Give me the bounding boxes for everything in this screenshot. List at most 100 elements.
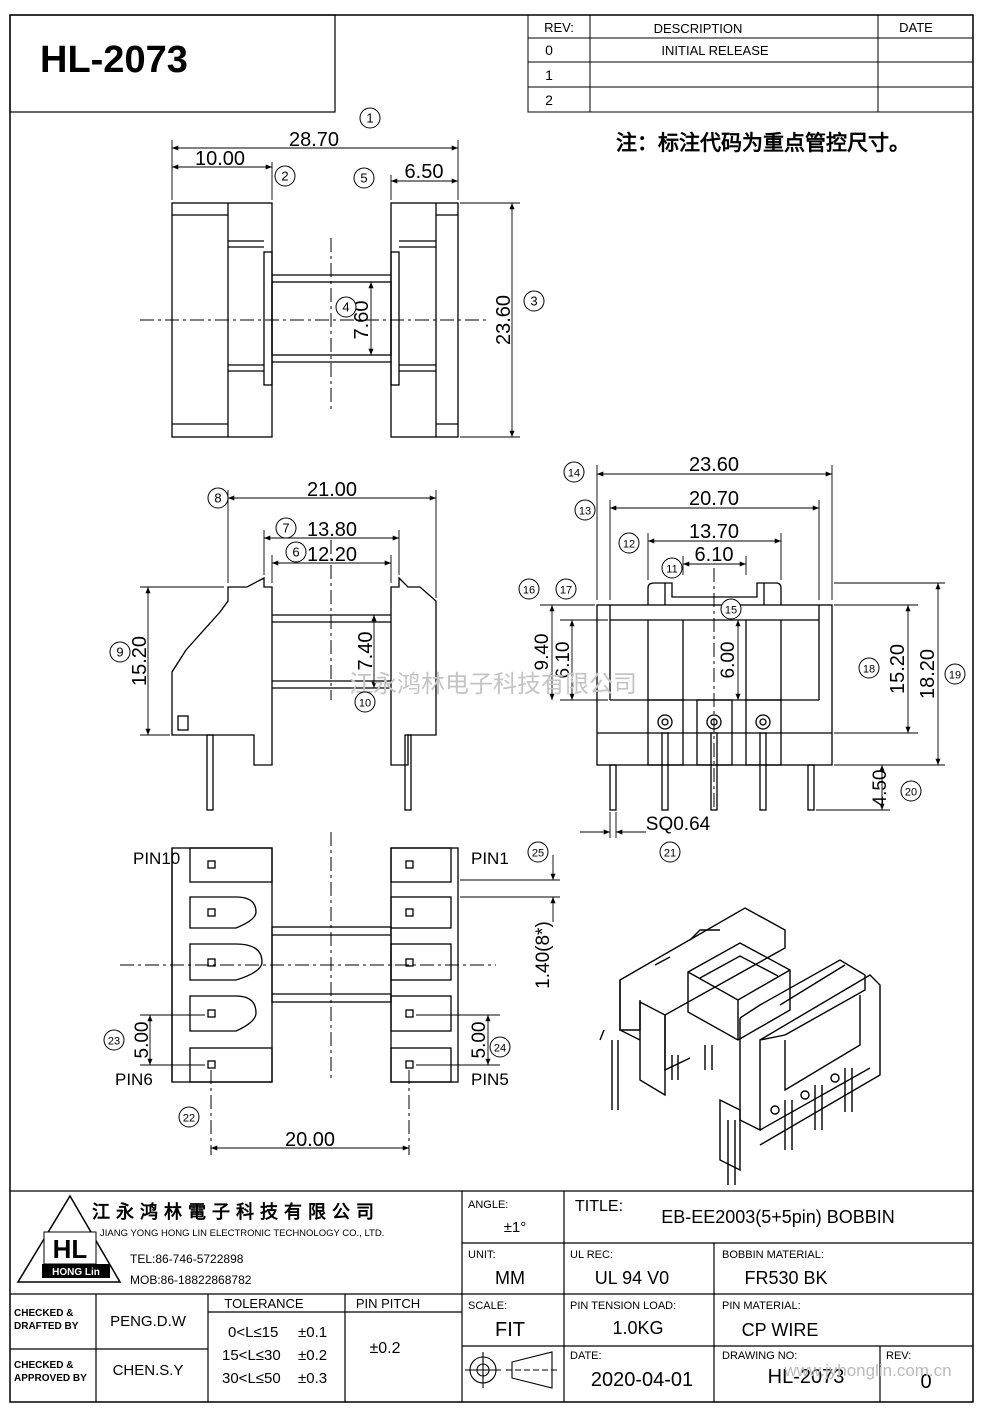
- scale-label: SCALE:: [468, 1300, 507, 1312]
- callout-marker-19: 19: [949, 670, 961, 682]
- pin-pitch-value: ±0.2: [369, 1340, 400, 1357]
- dim-front-h-left2: 6.10: [553, 642, 574, 679]
- projection-symbol: [465, 1351, 558, 1389]
- rev-value: 0: [920, 1371, 931, 1393]
- note-text: 注：标注代码为重点管控尺寸。: [616, 131, 910, 155]
- scale-value: FIT: [495, 1319, 525, 1341]
- company-name-cn: 江永鸿林電子科技有限公司: [92, 1201, 380, 1222]
- callout-marker-15: 15: [725, 605, 737, 617]
- dim-pin-span: 20.00: [285, 1129, 335, 1151]
- dim-front-h-left1: 9.40: [532, 634, 553, 671]
- callout-marker-13: 13: [579, 506, 591, 518]
- dim-side-inner1: 13.80: [307, 519, 357, 541]
- dim-front-pin-size: SQ0.64: [646, 814, 711, 835]
- callout-marker-17-circle: [555, 578, 577, 600]
- checked-approved-label-2: APPROVED BY: [14, 1373, 87, 1384]
- pin-label-left-bottom: PIN6: [115, 1070, 153, 1089]
- drafted-by-value: PENG.D.W: [110, 1313, 187, 1330]
- callout-marker-23-circle: [103, 1029, 125, 1051]
- callout-marker-8: 8: [214, 491, 221, 506]
- pin-label-right-bottom: PIN5: [471, 1070, 509, 1089]
- callout-marker-22: 22: [183, 1113, 195, 1125]
- rev-header: REV:: [544, 20, 574, 35]
- callout-marker-21-circle: [659, 841, 681, 863]
- title-block-lines: [10, 1190, 973, 1402]
- dim-front-w4: 6.10: [695, 544, 734, 566]
- callout-marker-17: 17: [560, 585, 572, 597]
- isometric-view: [599, 907, 881, 1185]
- callout-marker-10-circle: [354, 691, 376, 713]
- approved-by-value: CHEN.S.Y: [113, 1362, 184, 1379]
- dim-side-core: 7.40: [355, 632, 377, 671]
- callout-marker-2: 2: [281, 169, 288, 184]
- checked-approved-label-1: CHECKED &: [14, 1360, 73, 1371]
- tolerance-label: TOLERANCE: [224, 1296, 304, 1311]
- callout-marker-5: 5: [360, 171, 367, 186]
- callout-marker-15-circle: [720, 598, 742, 620]
- title-value: EB-EE2003(5+5pin) BOBBIN: [661, 1207, 895, 1227]
- callout-marker-11: 11: [666, 564, 677, 576]
- callout-marker-24-circle: [489, 1036, 511, 1058]
- tolerance-range-2: 15<L≤30: [222, 1347, 281, 1364]
- revision-table: [527, 14, 974, 113]
- dim-side-height: 15.20: [129, 636, 151, 686]
- company-name-en: JIANG YONG HONG LIN ELECTRONIC TECHNOLOG…: [100, 1228, 384, 1239]
- callout-marker-9: 9: [116, 645, 123, 660]
- tolerance-value-2: ±0.2: [298, 1347, 327, 1364]
- pin-material-value: CP WIRE: [742, 1320, 819, 1340]
- bobbin-material-value: FR530 BK: [744, 1268, 827, 1288]
- callout-marker-11-circle: [661, 557, 683, 579]
- dim-front-w1: 23.60: [689, 454, 739, 476]
- callout-marker-22-circle: [178, 1106, 200, 1128]
- pin-tension-label: PIN TENSION LOAD:: [570, 1300, 676, 1312]
- rev-label: REV:: [886, 1350, 911, 1362]
- dim-right-flange: 6.50: [405, 161, 444, 183]
- callout-marker-1-circle: [359, 107, 381, 129]
- dim-core: 7.60: [351, 301, 373, 340]
- callout-marker-14: 14: [568, 468, 580, 480]
- title-label: TITLE:: [575, 1198, 623, 1215]
- rev-row-0: 0: [545, 42, 553, 58]
- callout-marker-12-circle: [618, 532, 640, 554]
- bobbin-material-label: BOBBIN MATERIAL:: [722, 1249, 824, 1261]
- ul-value: UL 94 V0: [595, 1268, 669, 1288]
- callout-marker-24: 24: [494, 1043, 506, 1055]
- callout-marker-4: 4: [342, 300, 349, 315]
- dim-front-pin-len: 4.50: [870, 770, 891, 807]
- callout-marker-3: 3: [530, 294, 537, 309]
- callout-marker-18: 18: [863, 664, 875, 676]
- callout-marker-20: 20: [905, 787, 917, 799]
- company-mob: MOB:86-18822868782: [130, 1273, 252, 1287]
- callout-marker-4-circle: [335, 296, 357, 318]
- pin-tension-value: 1.0KG: [612, 1318, 663, 1338]
- dim-pitch-right: 5.00: [469, 1022, 490, 1059]
- pin-label-right-top: PIN1: [471, 849, 509, 868]
- callout-marker-19-circle: [944, 663, 966, 685]
- tolerance-range-1: 0<L≤15: [228, 1324, 278, 1341]
- company-tel: TEL:86-746-5722898: [130, 1252, 244, 1266]
- part-number-box: [9, 14, 336, 113]
- tolerance-value-1: ±0.1: [298, 1324, 327, 1341]
- description-header: DESCRIPTION: [654, 21, 743, 36]
- company-logo: HL HONG Lin: [16, 1194, 122, 1283]
- callout-marker-21: 21: [664, 848, 676, 860]
- callout-marker-20-circle: [900, 780, 922, 802]
- logo-subtext: HONG Lin: [52, 1267, 100, 1278]
- callout-marker-7: 7: [282, 521, 289, 536]
- ul-label: UL REC:: [570, 1249, 613, 1261]
- callout-marker-14-circle: [563, 461, 585, 483]
- rev-row-0-description: INITIAL RELEASE: [661, 43, 768, 58]
- dim-side-inner2: 12.20: [307, 544, 357, 566]
- dim-side-width: 21.00: [307, 479, 357, 501]
- drawing-no-value: HL-2073: [768, 1366, 845, 1388]
- pin-pitch-label: PIN PITCH: [356, 1296, 420, 1311]
- callout-marker-25-circle: [527, 841, 549, 863]
- date-header: DATE: [899, 20, 933, 35]
- callout-marker-12: 12: [623, 539, 635, 551]
- dim-height: 23.60: [493, 295, 515, 345]
- unit-value: MM: [495, 1268, 525, 1288]
- callout-marker-16: 16: [523, 585, 535, 597]
- dim-pitch-left: 5.00: [132, 1022, 153, 1059]
